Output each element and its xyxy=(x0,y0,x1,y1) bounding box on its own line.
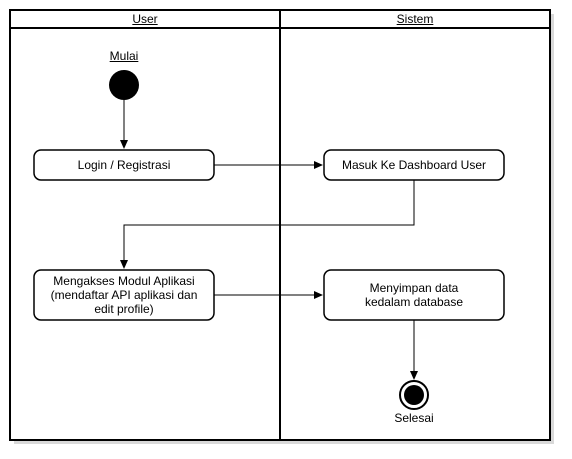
action-modul-label: Mengakses Modul Aplikasi (mendaftar API … xyxy=(50,274,198,316)
end-node xyxy=(399,380,429,410)
action-dashboard-label: Masuk Ke Dashboard User xyxy=(341,158,487,172)
lane-title-user: User xyxy=(132,12,158,26)
end-label: Selesai xyxy=(394,411,434,425)
action-simpan-label: Menyimpan data kedalam database xyxy=(364,281,464,309)
start-node xyxy=(109,70,139,100)
start-label: Mulai xyxy=(109,49,139,63)
lane-title-sistem: Sistem xyxy=(396,12,434,26)
edge-dashboard-modul xyxy=(120,180,415,269)
action-login-label: Login / Registrasi xyxy=(77,158,171,172)
